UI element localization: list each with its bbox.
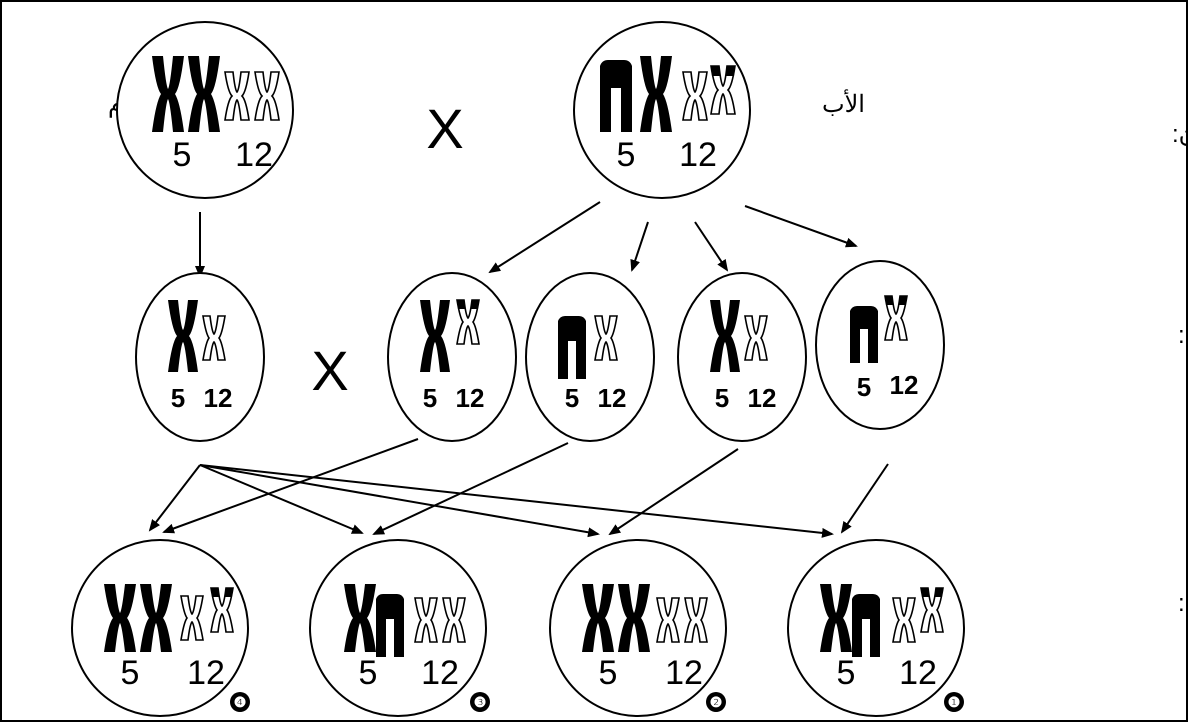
gamete-2-chromosome-12 [594,315,618,361]
father-label: الأب [822,88,865,118]
arrow-mother-gamete-to-offspring-2 [199,464,600,538]
father-number-12: 12 [679,136,717,174]
gamete-1-number-5: 5 [423,383,437,413]
offspring-4-chromosome-12a [180,595,204,641]
gamete-4-chromosome-5 [850,306,878,363]
arrow-mother-gamete-to-offspring-4 [148,464,201,532]
offspring-2-number-5: 5 [599,654,618,692]
offspring-1-number-5: 5 [837,654,856,692]
arrow-gamete-3-to-offspring-2 [608,448,739,536]
father-number-5: 5 [617,136,636,174]
gamete-1-chromosome-5 [420,300,450,372]
offspring-4-badge-number: ❹ [234,694,247,710]
offspring-4-chromosome-5a [104,584,136,652]
arrow-father-to-gamete-3 [694,221,729,272]
mother-number-12: 12 [235,136,273,174]
offspring-3-chromosome-12b [442,597,466,643]
offspring-4-badge [230,692,250,712]
offspring-2-badge-number: ❷ [710,694,723,710]
gametes-cross-symbol: X [311,339,348,402]
offspring-3-badge-number: ❸ [474,694,487,710]
offspring-1-chromosome-5a [820,584,852,652]
offspring-1: 5 12 [787,539,965,717]
offspring-4-number-12: 12 [187,654,225,692]
gamete-father-4: 5 12 [815,260,945,430]
gamete-2-chromosome-5 [558,316,586,379]
offspring-2-badge [706,692,726,712]
offspring-2-chromosome-5b [618,584,650,652]
arrow-gamete-4-to-offspring-1 [840,463,889,534]
gamete-1-chromosome-12 [456,299,480,345]
offspring-3: 5 12 [309,539,490,717]
gamete-mother: 5 12 [135,272,265,442]
offspring-3-badge [470,692,490,712]
offspring-1-badge [944,692,964,712]
offspring-2-chromosome-5a [582,584,614,652]
father-chromosome-5a [600,60,632,132]
offspring-1-number-12: 12 [899,654,937,692]
gamete-2-number-5: 5 [565,383,579,413]
mother-chromosome-12b [254,71,280,121]
gamete-mother-number-12: 12 [204,383,233,413]
offspring-3-chromosome-12a [414,597,438,643]
offspring-2: 5 12 [549,539,727,717]
gamete-4-number-5: 5 [857,372,871,402]
gamete-3-chromosome-5 [710,300,740,372]
offspring-3-number-12: 12 [421,654,459,692]
mother-number-5: 5 [173,136,192,174]
father-chromosome-12b [710,65,736,115]
gamete-father-2: 5 12 [525,272,655,442]
gametes-label: الأمشاج الممكنة: [1178,319,1188,349]
arrow-gamete-1-to-offspring-4 [162,438,419,534]
gamete-3-number-12: 12 [748,383,777,413]
offspring-2-chromosome-12a [656,597,680,643]
gamete-mother-chromosome-5 [168,300,198,372]
arrow-mother-gamete-to-offspring-1 [199,464,834,538]
offspring-2-number-12: 12 [665,654,703,692]
mother-chromosome-5b [188,56,220,132]
parents-label: الأبوان: [1172,118,1188,148]
offspring-1-badge-number: ❶ [948,694,961,710]
mother-chromosome-5a [152,56,184,132]
offspring-1-chromosome-12a [892,597,916,643]
offspring-4-chromosome-12b [210,587,234,633]
gamete-4-number-12: 12 [890,370,919,400]
arrow-father-to-gamete-1 [488,201,601,274]
offspring-1-chromosome-12b [920,587,944,633]
father-chromosome-12a [682,71,708,121]
offspring-4-chromosome-5b [140,584,172,652]
gamete-1-number-12: 12 [456,383,485,413]
offspring-2-chromosome-12b [684,597,708,643]
offspring-1-chromosome-5b [852,594,880,657]
gamete-mother-chromosome-12 [202,315,226,361]
gamete-3-chromosome-12 [744,315,768,361]
offspring-4-number-5: 5 [121,654,140,692]
arrow-father-to-gamete-2 [630,221,649,272]
gamete-4-chromosome-12 [884,295,908,341]
parents-cross-symbol: X [426,97,463,160]
offspring-3-chromosome-5b [376,594,404,657]
gamete-father-3: 5 12 [677,272,807,442]
mother-cell: 5 12 [116,21,294,199]
offspring-3-number-5: 5 [359,654,378,692]
gamete-3-number-5: 5 [715,383,729,413]
father-cell: 5 12 [573,21,751,199]
arrow-father-to-gamete-4 [744,205,858,248]
offspring-3-chromosome-5a [344,584,376,652]
arrow-mother-gamete-to-offspring-3 [199,464,364,534]
arrow-gamete-2-to-offspring-3 [372,442,569,535]
gamete-2-number-12: 12 [598,383,627,413]
offspring-label: الخلف النظري: [1178,590,1188,617]
gamete-father-1: 5 12 [387,272,517,442]
mother-chromosome-12a [224,71,250,121]
offspring-4: 5 12 [71,539,250,717]
gamete-mother-number-5: 5 [171,383,185,413]
father-chromosome-5b [640,56,672,132]
